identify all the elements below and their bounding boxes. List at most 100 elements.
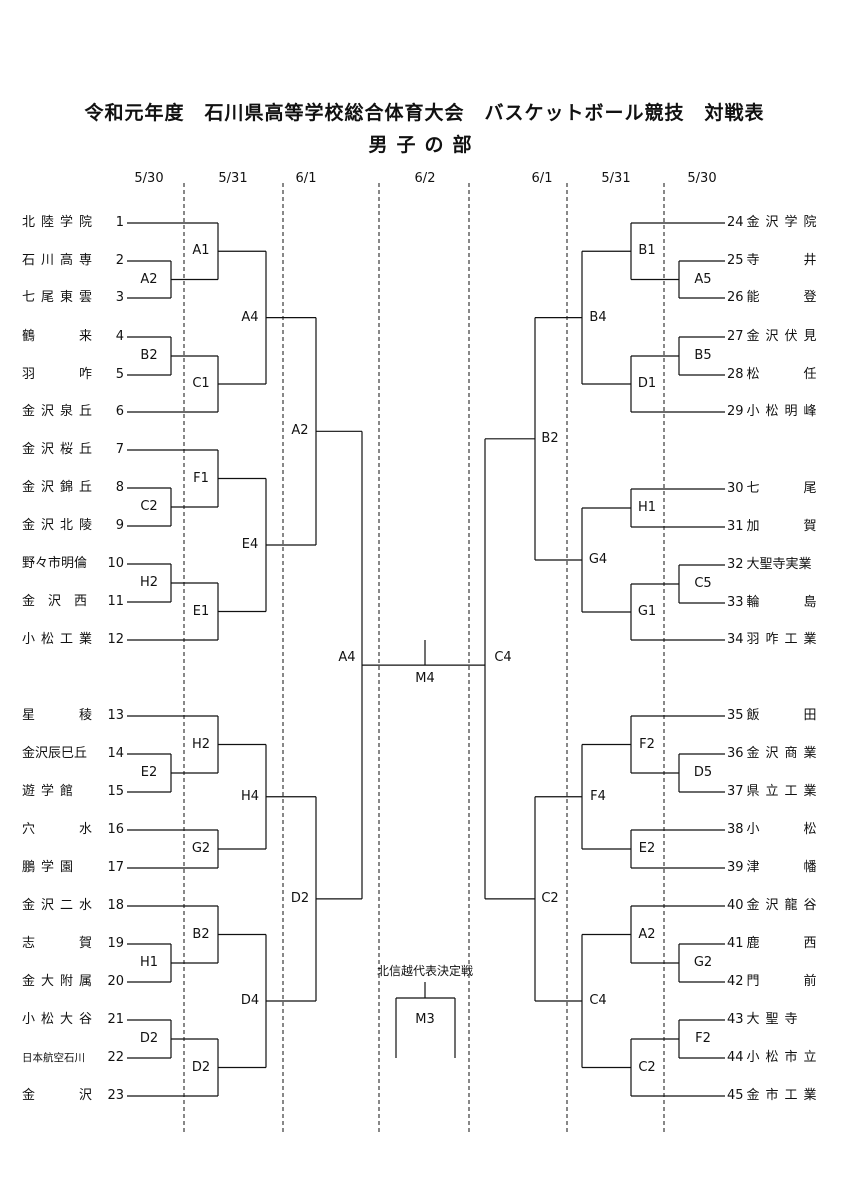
team-name: 野々市明倫: [22, 556, 88, 571]
match-label-l-e1: E1: [192, 603, 210, 619]
team-number: 37: [727, 784, 744, 799]
match-label-r-b2: B2: [541, 430, 559, 446]
team-name: 鶴 来: [22, 329, 99, 344]
team-name: 輪 島: [746, 595, 823, 610]
match-label-r-c4: C4: [589, 993, 607, 1008]
date-label-r3: 6/1: [531, 171, 553, 186]
team-name: 金沢商業: [746, 746, 823, 761]
team-number: 16: [107, 822, 124, 837]
team-name: 七 尾: [746, 481, 823, 496]
team-name: 飯 田: [746, 708, 823, 723]
match-label-r-f4: F4: [590, 788, 606, 804]
team-name: 能 登: [746, 290, 823, 305]
team-number: 41: [727, 936, 744, 951]
team-name: 金沢錦丘: [22, 480, 99, 495]
team-number: 11: [107, 594, 124, 609]
team-name: 寺 井: [746, 253, 823, 268]
match-label-r-d1: D1: [637, 376, 657, 391]
match-label-r-b1: B1: [638, 243, 656, 259]
team-number: 23: [107, 1088, 124, 1103]
team-name: 小松明峰: [746, 404, 823, 419]
team-name: 鵬学園: [22, 860, 80, 875]
team-number: 43: [727, 1012, 744, 1027]
match-label-r-c4b: C4: [494, 650, 512, 665]
team-name: 小松大谷: [22, 1012, 99, 1027]
match-label-l-h4: H4: [240, 788, 260, 804]
team-name: 七尾東雲: [22, 290, 99, 305]
team-name: 小 松: [746, 822, 823, 837]
team-row-left: 小松工業 12: [22, 632, 124, 648]
team-name: 金沢伏見: [746, 329, 823, 344]
match-label-l-e2: E2: [140, 765, 158, 780]
team-name: 小松工業: [22, 632, 99, 647]
team-name: 金沢学院: [746, 215, 823, 230]
team-row-left: 羽 咋 5: [22, 367, 124, 383]
team-name: 羽 咋: [22, 367, 99, 382]
date-label-center: 6/2: [414, 171, 436, 186]
match-label-r-h1: H1: [637, 500, 657, 515]
team-number: 12: [107, 632, 124, 647]
team-number: 5: [115, 367, 124, 382]
match-label-l-c2: C2: [140, 499, 158, 514]
team-number: 19: [107, 936, 124, 951]
match-label-l-h2b: H2: [191, 736, 211, 752]
team-number: 39: [727, 860, 744, 875]
team-name: 金沢泉丘: [22, 404, 99, 419]
match-label-r-c2: C2: [638, 1059, 656, 1075]
team-name: 鹿 西: [746, 936, 823, 951]
team-row-left: 鵬学園 17: [22, 860, 124, 876]
date-label-l1: 5/30: [134, 171, 164, 186]
team-name: 金 沢: [22, 1088, 99, 1103]
match-label-r-b4: B4: [589, 309, 607, 325]
team-number: 22: [107, 1050, 124, 1065]
team-number: 29: [727, 404, 744, 419]
match-label-l-a4b: A4: [338, 650, 356, 665]
team-name: 金沢二水: [22, 898, 99, 913]
page-title: 令和元年度 石川県高等学校総合体育大会 バスケットボール競技 対戦表: [84, 102, 765, 124]
team-name: 金沢桜丘: [22, 442, 99, 457]
match-label-r-g4: G4: [588, 552, 608, 567]
team-number: 26: [727, 290, 744, 305]
team-number: 21: [107, 1012, 124, 1027]
match-label-r-a2: A2: [638, 926, 656, 942]
team-name: 金 沢 西: [22, 594, 88, 609]
date-label-l2: 5/31: [218, 171, 248, 186]
match-label-r-b5: B5: [694, 348, 712, 363]
team-number: 33: [727, 595, 744, 610]
team-number: 17: [107, 860, 124, 875]
match-label-l-e4: E4: [241, 537, 259, 552]
team-number: 40: [727, 898, 744, 913]
match-label-m4: M4: [415, 671, 435, 686]
team-name: 大聖寺実業: [746, 557, 812, 572]
team-name: 金沢北陵: [22, 518, 99, 533]
team-number: 2: [115, 253, 124, 268]
team-name: 津 幡: [746, 860, 823, 875]
match-label-l-a4: A4: [241, 309, 259, 325]
hokushinetsu-label: 北信越代表決定戦: [376, 964, 474, 978]
match-label-r-f2: F2: [695, 1031, 711, 1046]
match-label-r-c2b: C2: [541, 890, 559, 906]
team-number: 44: [727, 1050, 744, 1065]
team-row-left: 小松大谷 21: [22, 1012, 124, 1028]
team-number: 18: [107, 898, 124, 913]
team-number: 13: [107, 708, 124, 723]
team-number: 27: [727, 329, 744, 344]
team-number: 8: [115, 480, 124, 495]
team-name: 門 前: [746, 974, 823, 989]
